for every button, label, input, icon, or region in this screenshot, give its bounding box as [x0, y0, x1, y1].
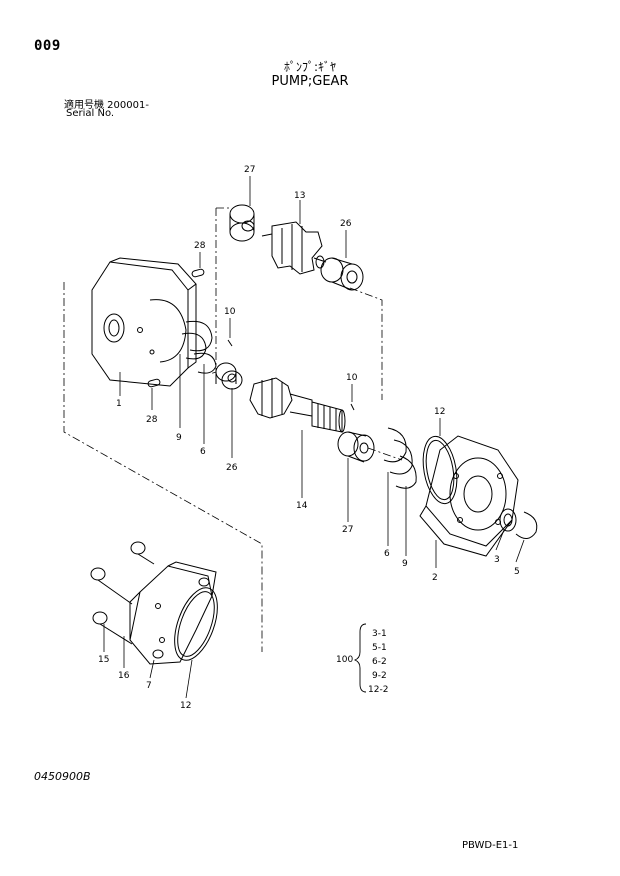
part-2-front-cover: [419, 435, 519, 557]
assembly-outline: [63, 207, 403, 652]
part-12-o-ring-rear: [174, 587, 218, 661]
diagram-code: 0450900B: [34, 770, 91, 783]
callout-26: 26: [340, 219, 352, 229]
kit-brace: [353, 623, 367, 693]
kit-number: 100: [336, 655, 353, 665]
callout-10: 10: [346, 373, 358, 383]
callout-labels: 27 13 26 28 10 1 28 9 6 26 10 14 27 12 6…: [98, 165, 520, 711]
part-13-driven-gear: [261, 221, 327, 275]
callout-15: 15: [98, 655, 109, 665]
kit-item: 3-1: [372, 629, 387, 639]
kit-item: 12-2: [368, 685, 388, 695]
callout-6: 6: [384, 549, 390, 559]
callout-9: 9: [176, 433, 182, 443]
part-9-6-seal-rings-right: [383, 427, 417, 489]
part-15-16-bolts: [90, 541, 210, 659]
callout-27: 27: [342, 525, 353, 535]
callout-28: 28: [194, 241, 206, 251]
callout-2: 2: [432, 573, 438, 583]
kit-item: 9-2: [372, 671, 387, 681]
part-3-oil-seal: [499, 508, 517, 532]
part-26-bushing-top: [320, 257, 364, 291]
callout-12: 12: [180, 701, 191, 711]
part-5-snap-ring: [515, 511, 538, 539]
callout-10: 10: [224, 307, 236, 317]
serial-range-japanese: 適用号機 200001-: [64, 100, 149, 111]
callout-5: 5: [514, 567, 520, 577]
serial-number-label: Serial No.: [66, 108, 115, 119]
part-10-pins: [227, 339, 355, 411]
page-number: 009: [34, 38, 61, 54]
page-title: PUMP;GEAR: [271, 74, 349, 89]
kit-item: 5-1: [372, 643, 387, 653]
callout-7: 7: [146, 681, 152, 691]
callout-13: 13: [294, 191, 305, 201]
kit-item: 6-2: [372, 657, 387, 667]
title-japanese: ﾎﾟﾝﾌﾟ:ｷﾞﾔ: [283, 60, 337, 74]
part-27-bushing-lower: [337, 431, 375, 463]
part-26-bushing-lower: [215, 362, 243, 390]
part-28-dowel-pins: [147, 268, 205, 388]
callout-3: 3: [494, 555, 500, 565]
document-code: PBWD-E1-1: [462, 840, 519, 851]
part-1-housing: [91, 257, 197, 387]
callout-16: 16: [118, 671, 130, 681]
leader-lines: [103, 176, 525, 699]
part-12-o-ring-right: [422, 435, 458, 505]
callout-1: 1: [116, 399, 122, 409]
callout-14: 14: [296, 501, 308, 511]
callout-27: 27: [244, 165, 255, 175]
part-27-bushing-top: [229, 204, 255, 242]
callout-9: 9: [402, 559, 408, 569]
kit-list: 100 3-1 5-1 6-2 9-2 12-2: [336, 629, 388, 695]
part-14-drive-gear-shaft: [249, 377, 346, 433]
callout-6: 6: [200, 447, 206, 457]
callout-28: 28: [146, 415, 158, 425]
part-9-6-seal-rings-left: [181, 320, 217, 374]
callout-26: 26: [226, 463, 238, 473]
callout-12: 12: [434, 407, 445, 417]
